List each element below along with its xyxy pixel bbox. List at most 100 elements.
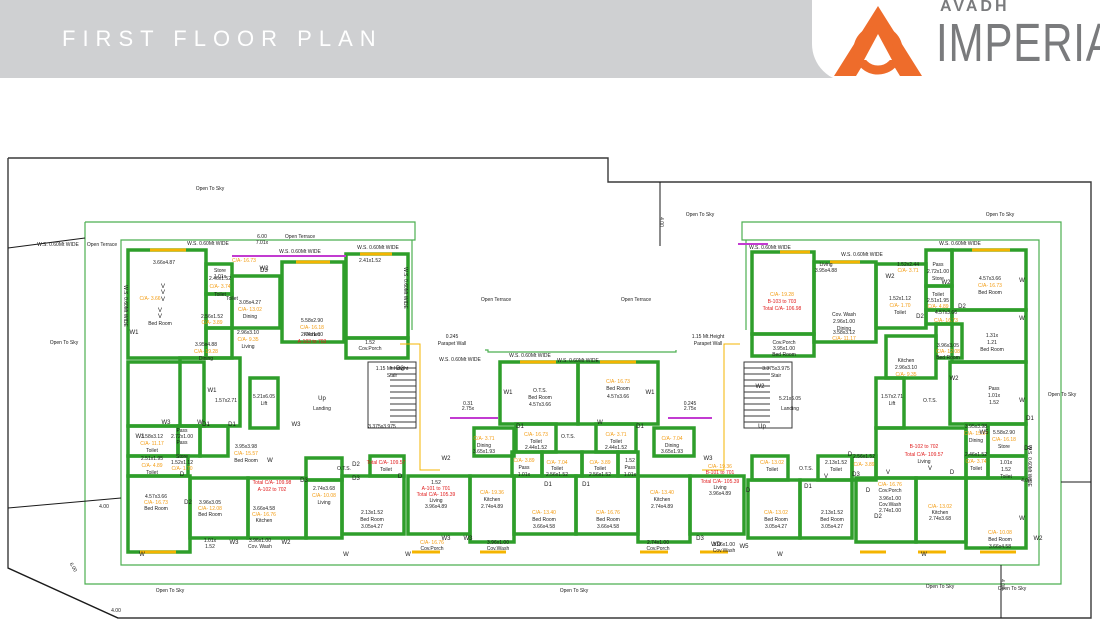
plan-label-328: 1.52 bbox=[205, 544, 215, 550]
plan-label-237: W2 bbox=[756, 384, 766, 390]
plan-label-194: 2.96x3.10 bbox=[895, 365, 917, 371]
plan-label-178: C/A- 12.08 bbox=[936, 349, 960, 355]
plan-label-299: C/A- 13.02 bbox=[238, 307, 262, 313]
plan-label-103: 2.74x4.89 bbox=[481, 504, 503, 510]
plan-label-104: C/A- 13.40 bbox=[650, 490, 674, 496]
plan-label-182: Toilet bbox=[932, 292, 944, 298]
plan-label-297: Bed Room bbox=[234, 458, 258, 464]
plan-label-168: Pass bbox=[988, 386, 1000, 392]
plan-label-205: Total C/A- 106.98 bbox=[763, 306, 802, 312]
plan-label-317: C/A- 3.74 bbox=[209, 284, 230, 290]
plan-label-148: 3.96x1.00 bbox=[879, 496, 901, 502]
plan-label-120: Cov.Wash bbox=[713, 548, 736, 554]
plan-label-98: Total C/A- 105.39 bbox=[701, 479, 740, 485]
plan-label-146: C/A- 16.76 bbox=[878, 482, 902, 488]
plan-label-257: D1 bbox=[202, 422, 210, 428]
plan-label-176: Bed Room bbox=[978, 290, 1002, 296]
plan-label-137: 2.13x1.52 bbox=[821, 510, 843, 516]
plan-label-132: 3.05x4.27 bbox=[765, 524, 787, 530]
plan-label-284: C/A- 16.73 bbox=[144, 500, 168, 506]
plan-label-229: W1 bbox=[504, 390, 514, 396]
plan-label-86: Pass bbox=[518, 465, 530, 471]
plan-label-69: 2.44x1.52 bbox=[525, 445, 547, 451]
plan-label-40: 1.15 Mt.Height bbox=[692, 334, 725, 340]
plan-label-39: Parapet Wall bbox=[438, 341, 466, 347]
plan-label-16: W.S. 0.60Mt WIDE bbox=[439, 357, 481, 363]
plan-label-161: 1.52 bbox=[1001, 467, 1011, 473]
plan-label-9: Open Terrace bbox=[87, 242, 117, 248]
plan-label-175: C/A- 16.73 bbox=[978, 283, 1002, 289]
plan-label-279: V bbox=[161, 297, 165, 303]
plan-label-50: 5.21x6.05 bbox=[779, 396, 801, 402]
plan-label-170: 1.52 bbox=[989, 400, 999, 406]
plan-label-252: D bbox=[950, 470, 955, 476]
plan-label-204: B-103 to 703 bbox=[768, 299, 797, 305]
plan-label-30: 4.00 bbox=[111, 608, 121, 614]
plan-label-133: C/A- 13.02 bbox=[760, 460, 784, 466]
plan-label-0: Open To Sky bbox=[196, 186, 225, 192]
plan-label-41: Parapet Wall bbox=[694, 341, 722, 347]
plan-label-262: D2 bbox=[958, 304, 966, 310]
plan-label-199: 3.58x3.12 bbox=[833, 330, 855, 336]
plan-label-102: Kitchen bbox=[484, 497, 501, 503]
plan-label-226: W1 bbox=[130, 330, 140, 336]
plan-label-113: C/A- 16.76 bbox=[420, 540, 444, 546]
plan-label-277: V bbox=[161, 284, 165, 290]
plan-label-225: W bbox=[921, 552, 927, 558]
plan-label-46: 3.375x3.975 bbox=[368, 424, 396, 430]
plan-label-298: 3.05x4.27 bbox=[239, 300, 261, 306]
brand-name-top: AVADH bbox=[940, 0, 1010, 15]
plan-label-119: 3.96x1.00 bbox=[713, 542, 735, 548]
plan-label-172: 1.21 bbox=[987, 340, 997, 346]
plan-label-235: W2 bbox=[950, 376, 960, 382]
plan-label-38: 0.245 bbox=[446, 334, 459, 340]
plan-label-316: 2.46x1.52 bbox=[209, 276, 231, 282]
plan-label-287: C/A- 12.08 bbox=[198, 506, 222, 512]
plan-label-191: 1.52x2.44 bbox=[897, 262, 919, 268]
plan-label-101: C/A- 19.36 bbox=[480, 490, 504, 496]
plan-label-43: Stair bbox=[387, 373, 398, 379]
plan-label-150: 2.74x1.00 bbox=[879, 508, 901, 514]
plan-label-274: V bbox=[886, 470, 890, 476]
plan-label-67: C/A- 16.73 bbox=[524, 432, 548, 438]
plan-label-15: W.S. 0.60Mt WIDE bbox=[357, 245, 399, 251]
plan-label-209: 3.66x4.87 bbox=[153, 260, 175, 266]
plot-boundary bbox=[7, 157, 1092, 619]
plan-label-24: W.S. 0.60Mt WIDE bbox=[1026, 445, 1032, 487]
plan-label-31: 6.00 bbox=[68, 562, 78, 574]
plan-label-89: Pass bbox=[624, 465, 636, 471]
plan-label-312: Toilet bbox=[146, 448, 158, 454]
plan-label-198: Dining bbox=[837, 326, 851, 332]
plan-label-195: C/A- 9.35 bbox=[895, 372, 916, 378]
plan-label-63: 4.57x3.66 bbox=[529, 402, 551, 408]
plan-label-247: WD bbox=[711, 542, 722, 548]
plan-label-300: Dining bbox=[243, 314, 257, 320]
plan-label-285: Bed Room bbox=[144, 506, 168, 512]
plan-label-228: W1 bbox=[136, 434, 146, 440]
plan-label-107: C/A- 13.40 bbox=[532, 510, 556, 516]
plan-label-81: 2.56x1.52 bbox=[546, 472, 568, 478]
plan-label-276: V bbox=[824, 474, 828, 480]
plan-label-273: D3 bbox=[852, 472, 860, 478]
plan-label-230: W1 bbox=[646, 390, 656, 396]
plan-label-189: C/A- 1.70 bbox=[889, 303, 910, 309]
plan-label-270: D3 bbox=[352, 476, 360, 482]
plan-label-2: Open To Sky bbox=[986, 212, 1015, 218]
plan-label-118: Cov.Porch bbox=[647, 546, 670, 552]
plan-label-278: V bbox=[161, 290, 165, 296]
plan-label-19: W.S. 0.60Mt WIDE bbox=[841, 252, 883, 258]
plan-label-54: 1.57x2.71 bbox=[881, 394, 903, 400]
plan-label-68: Toilet bbox=[530, 439, 542, 445]
plan-label-267: D2 bbox=[874, 514, 882, 520]
plan-label-28: 4.00 bbox=[99, 504, 109, 510]
plan-label-97: B-101 to 701 bbox=[706, 470, 735, 476]
plan-label-324: Pass bbox=[176, 428, 188, 434]
plan-label-48: Up bbox=[318, 396, 326, 402]
plan-label-319: 2.56x1.52 bbox=[201, 314, 223, 320]
plan-label-258: D1 bbox=[228, 422, 236, 428]
plan-label-153: Living bbox=[917, 459, 930, 465]
plan-label-220: W bbox=[597, 420, 603, 426]
plan-label-37: 2.75x bbox=[684, 406, 697, 412]
plan-label-51: Landing bbox=[781, 406, 799, 412]
plan-label-55: Lift bbox=[889, 401, 896, 407]
